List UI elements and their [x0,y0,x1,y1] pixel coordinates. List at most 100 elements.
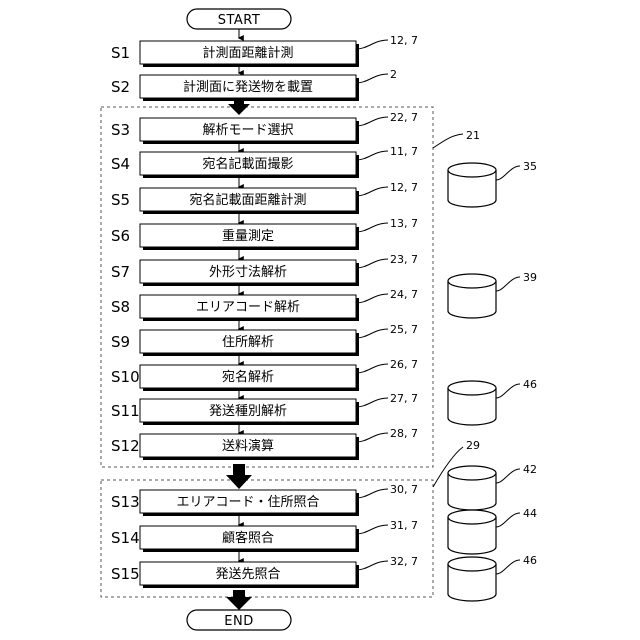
database-ref-number: 42 [523,463,537,476]
database-leader-line [496,166,520,180]
step-id-label: S4 [111,155,130,173]
step-id-label: S1 [111,44,130,62]
database-leader-line [496,513,520,527]
step-id-label: S8 [111,298,130,316]
step-s12: S12 送料演算 28, 7 [111,427,418,460]
database-leader-line [496,277,520,291]
step-text: 顧客照合 [222,530,274,546]
database-cylinder: 39 [448,271,537,318]
step-leader-line [356,151,388,160]
step-leader-line [356,329,388,338]
step-s7: S7外形寸法解析23, 7 [111,253,418,294]
step-s11: S11 発送種別解析 27, 7 [111,392,418,433]
database-ref-number: 46 [523,554,537,567]
step-leader-line [356,74,388,83]
step-text: 発送種別解析 [209,403,287,419]
database-cylinder: 44 [448,507,537,554]
step-s13: S13 エリアコード・住所照合 30, 7 [111,483,418,525]
step-text: 計測面距離計測 [202,45,293,61]
step-text: 宛名記載面距離計測 [189,192,306,208]
step-id-label: S5 [111,191,130,209]
big-arrow-into-matching [226,464,252,489]
step-leader-line [356,489,388,498]
step-id-label: S9 [111,333,130,351]
step-text: 外形寸法解析 [209,265,287,280]
database-cylinder: 42 [448,463,537,510]
step-leader-line [356,187,388,196]
step-s1: S1 計測面距離計測 12, 7 [111,34,418,67]
step-id-label: S6 [111,227,130,245]
database-cylinder: 35 [448,160,537,207]
step-ref-number: 28, 7 [390,427,418,440]
step-ref-number: 22, 7 [390,111,418,124]
steps-layer: S1 計測面距離計測 12, 7 S2計測面に発送物を載置2S3 解析モード選択 22, … [111,34,418,588]
database-cylinder: 46 [448,554,537,601]
end-terminal: END [187,610,291,630]
step-ref-number: 13, 7 [390,217,418,230]
cylinder-top [448,557,496,571]
group-ref-21: 21 [466,129,480,142]
step-ref-number: 27, 7 [390,392,418,405]
big-arrow-into-end [226,590,252,610]
step-leader-line [356,294,388,303]
step-text: 宛名解析 [222,369,274,385]
step-ref-number: 32, 7 [390,555,418,568]
step-id-label: S7 [111,263,130,281]
step-id-label: S11 [111,402,140,420]
step-id-label: S2 [111,78,130,96]
group-ref-29: 29 [466,439,480,452]
step-s3: S3 解析モード選択 22, 7 [111,111,418,151]
databases-layer: 35 39 46 42 44 46 [448,160,537,601]
database-leader-line [496,560,520,574]
step-leader-line [356,364,388,373]
step-text: エリアコード解析 [196,300,300,315]
step-id-label: S14 [111,529,140,547]
step-text: 発送先照合 [215,567,280,582]
step-id-label: S13 [111,493,140,511]
step-leader-line [356,561,388,570]
database-cylinder: 46 [448,378,537,425]
end-label: END [224,614,253,629]
step-s2: S2計測面に発送物を載置2 [111,68,397,101]
step-text: 住所解析 [222,335,274,350]
cylinder-top [448,466,496,480]
cylinder-top [448,510,496,524]
step-ref-number: 31, 7 [390,519,418,532]
database-ref-number: 35 [523,160,537,173]
step-leader-line [356,117,388,126]
step-ref-number: 12, 7 [390,34,418,47]
step-text: 宛名記載面撮影 [202,156,293,172]
step-s8: S8 エリアコード解析 24, 7 [111,288,418,329]
step-text: エリアコード・住所照合 [176,495,319,510]
step-ref-number: 11, 7 [390,145,418,158]
step-s5: S5宛名記載面距離計測12, 7 [111,181,418,223]
cylinder-top [448,163,496,177]
step-id-label: S3 [111,121,130,139]
step-leader-line [356,223,388,232]
step-s9: S9住所解析25, 7 [111,323,418,364]
cylinder-top [448,381,496,395]
step-text: 送料演算 [222,438,274,454]
step-ref-number: 26, 7 [390,358,418,371]
database-ref-number: 46 [523,378,537,391]
start-terminal: START [187,9,291,29]
step-leader-line [356,259,388,268]
step-ref-number: 24, 7 [390,288,418,301]
database-ref-number: 39 [523,271,537,284]
step-text: 解析モード選択 [202,123,293,138]
step-leader-line [356,40,388,49]
step-id-label: S12 [111,437,140,455]
step-s4: S4 宛名記載面撮影 11, 7 [111,145,418,187]
database-ref-number: 44 [523,507,537,520]
step-leader-line [356,433,388,442]
step-s10: S10 宛名解析 26, 7 [111,358,418,398]
step-s14: S14 顧客照合 31, 7 [111,519,418,561]
step-ref-number: 30, 7 [390,483,418,496]
step-id-label: S10 [111,368,140,386]
group-leader-21 [433,134,463,148]
step-s6: S6重量測定13, 7 [111,217,418,259]
step-leader-line [356,525,388,534]
step-s15: S15発送先照合32, 7 [111,555,418,588]
step-leader-line [356,398,388,407]
